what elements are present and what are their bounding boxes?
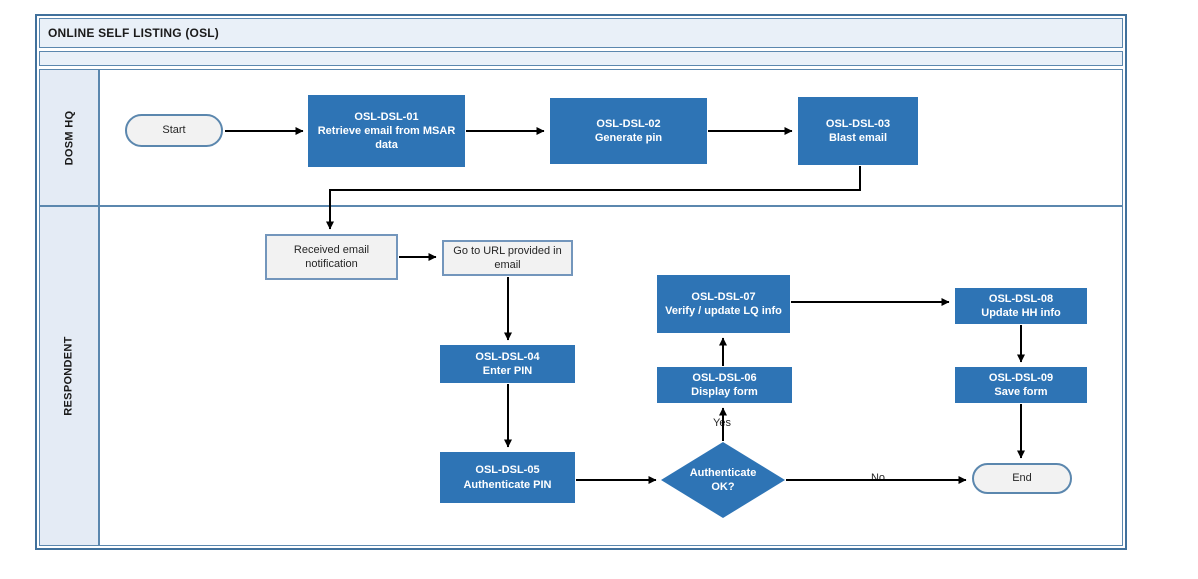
start-terminator: Start bbox=[125, 114, 223, 147]
edge-label-no: No bbox=[862, 472, 894, 484]
lane-dosm-hq-header: DOSM HQ bbox=[40, 70, 100, 205]
process-osl-dsl-03-desc: Blast email bbox=[828, 132, 888, 144]
diagram-title: ONLINE SELF LISTING (OSL) bbox=[48, 26, 219, 40]
process-osl-dsl-09-id: OSL-DSL-09 bbox=[988, 371, 1054, 384]
received-email-label: Received email notification bbox=[293, 243, 370, 270]
process-osl-dsl-07-id: OSL-DSL-07 bbox=[691, 290, 756, 303]
process-osl-dsl-05-desc: Authenticate PIN bbox=[463, 478, 552, 491]
lane-respondent-label: RESPONDENT bbox=[63, 336, 75, 416]
phase-separator-band bbox=[39, 51, 1123, 66]
process-osl-dsl-09: OSL-DSL-09 Save form bbox=[955, 367, 1087, 403]
lane-dosm-hq-label: DOSM HQ bbox=[63, 110, 75, 165]
process-osl-dsl-08-desc: Update HH info bbox=[981, 307, 1061, 319]
process-osl-dsl-01-desc: Retrieve email from MSAR data bbox=[317, 124, 456, 152]
process-osl-dsl-06: OSL-DSL-06 Display form bbox=[657, 367, 792, 403]
process-osl-dsl-03-id: OSL-DSL-03 bbox=[825, 117, 891, 130]
process-osl-dsl-08-id: OSL-DSL-08 bbox=[988, 292, 1054, 305]
step-received-email-notification: Received email notification bbox=[265, 234, 398, 280]
process-osl-dsl-04-desc: Enter PIN bbox=[482, 365, 533, 377]
process-osl-dsl-02-desc: Generate pin bbox=[594, 132, 663, 144]
go-to-url-label: Go to URL provided in email bbox=[453, 244, 562, 271]
process-osl-dsl-03: OSL-DSL-03 Blast email bbox=[798, 97, 918, 165]
edge-label-yes: Yes bbox=[703, 417, 741, 429]
process-osl-dsl-01: OSL-DSL-01 Retrieve email from MSAR data bbox=[308, 95, 465, 167]
decision-diamond-shape bbox=[661, 442, 785, 518]
end-label: End bbox=[1012, 472, 1032, 485]
decision-authenticate-ok-label: Authenticate OK? bbox=[689, 466, 757, 493]
process-osl-dsl-06-desc: Display form bbox=[691, 386, 758, 398]
start-label: Start bbox=[162, 124, 186, 137]
process-osl-dsl-02: OSL-DSL-02 Generate pin bbox=[550, 98, 707, 164]
decision-authenticate-ok: Authenticate OK? bbox=[661, 442, 785, 518]
end-terminator: End bbox=[972, 463, 1072, 494]
process-osl-dsl-07: OSL-DSL-07 Verify / update LQ info bbox=[657, 275, 790, 333]
process-osl-dsl-05-id: OSL-DSL-05 bbox=[475, 464, 540, 477]
process-osl-dsl-05: OSL-DSL-05 Authenticate PIN bbox=[440, 452, 575, 503]
process-osl-dsl-07-desc: Verify / update LQ info bbox=[665, 305, 782, 317]
process-osl-dsl-06-id: OSL-DSL-06 bbox=[692, 371, 757, 384]
lane-respondent-header: RESPONDENT bbox=[40, 207, 100, 545]
process-osl-dsl-01-id: OSL-DSL-01 bbox=[354, 110, 419, 123]
process-osl-dsl-04-id: OSL-DSL-04 bbox=[475, 350, 540, 363]
diagram-title-bar: ONLINE SELF LISTING (OSL) bbox=[39, 18, 1123, 48]
process-osl-dsl-09-desc: Save form bbox=[994, 386, 1048, 398]
process-osl-dsl-02-id: OSL-DSL-02 bbox=[596, 117, 661, 130]
process-osl-dsl-08: OSL-DSL-08 Update HH info bbox=[955, 288, 1087, 324]
step-go-to-url: Go to URL provided in email bbox=[442, 240, 573, 276]
process-osl-dsl-04: OSL-DSL-04 Enter PIN bbox=[440, 345, 575, 383]
